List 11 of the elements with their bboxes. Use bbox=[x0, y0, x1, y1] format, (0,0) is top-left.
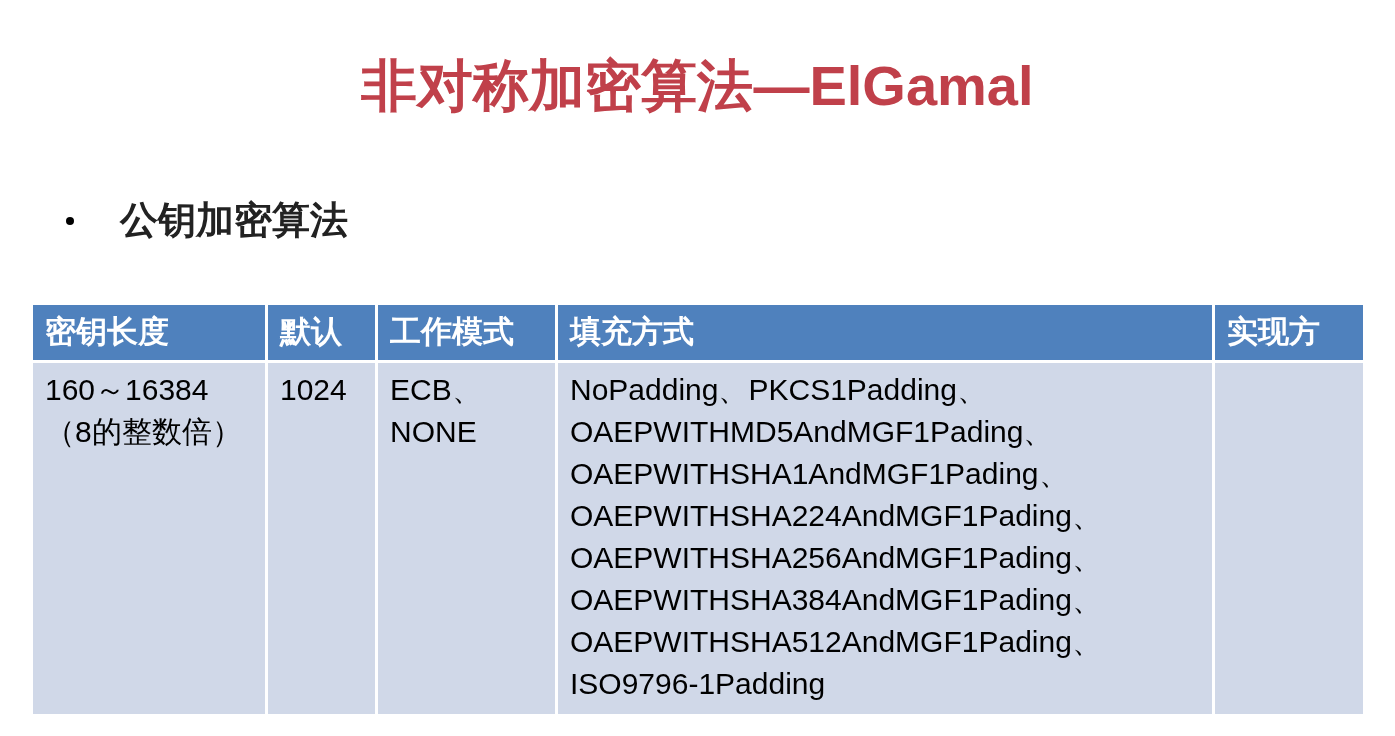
table-cell: ECB、NONE bbox=[378, 363, 558, 714]
bullet-text: 公钥加密算法 bbox=[120, 198, 348, 243]
slide-title: 非对称加密算法—ElGamal bbox=[361, 58, 1034, 114]
table-cell: 1024 bbox=[268, 363, 378, 714]
header-cell: 默认 bbox=[268, 305, 378, 360]
header-cell: 实现方 bbox=[1215, 305, 1363, 360]
header-cell: 工作模式 bbox=[378, 305, 558, 360]
header-cell: 密钥长度 bbox=[33, 305, 268, 360]
table-cell: 160～16384（8的整数倍） bbox=[33, 363, 268, 714]
header-cell: 填充方式 bbox=[558, 305, 1215, 360]
table-cell: NoPadding、PKCS1Padding、OAEPWITHMD5AndMGF1Pading、OAEPWITHSHA1AndMGF1Pading、OAEPWITHSHA224AndMGF1Pading、OAEPWITHSHA256AndMGF1Pading、OAEPWITHSHA384AndMGF1Pading、OAEPWITHSHA512AndMGF1Pading、ISO9796-1Padding bbox=[558, 363, 1215, 714]
